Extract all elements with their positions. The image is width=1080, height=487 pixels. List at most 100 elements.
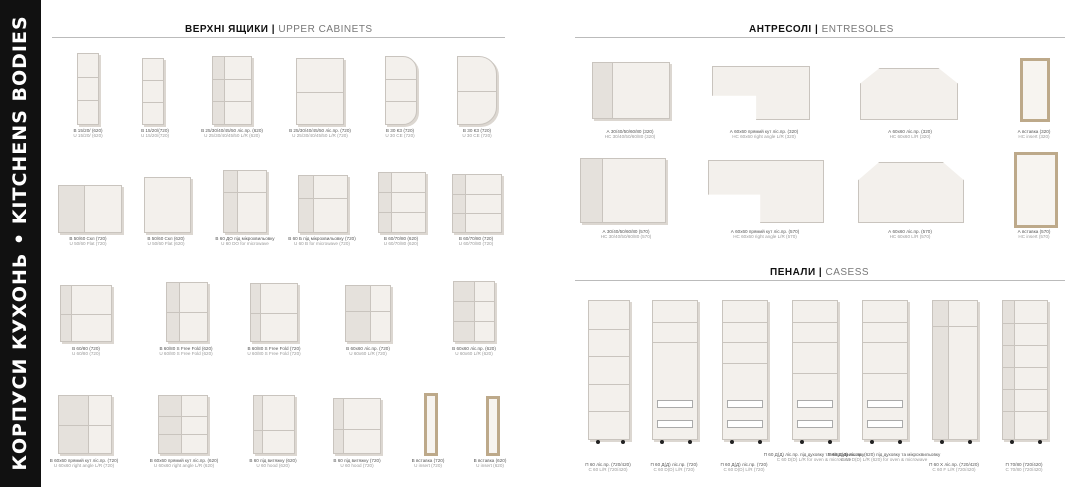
cabinet-image xyxy=(385,56,417,125)
cabinet-image xyxy=(296,58,344,125)
case-image xyxy=(652,300,698,440)
cabinet-caption: В 15/20/(720)U 15/20/(720) xyxy=(140,128,170,138)
cabinet-caption: В 50/60 Скл (620)U 50/60 Flat (620) xyxy=(147,236,185,246)
cabinet-caption: В 60х60 ліс.пр. (720)U 60x60 L/R (720) xyxy=(346,346,390,356)
entresole-image xyxy=(858,162,964,223)
case-leg xyxy=(596,440,600,444)
entresole-caption: А вставка (320)HC insert (320) xyxy=(1017,129,1051,139)
cabinet-caption: В 60/80 S Free Fold (720)U 60/80 S Free … xyxy=(247,346,301,356)
cabinet-caption: В 60х60 прямий кут ліс.пр. (620)U 60x60 … xyxy=(149,458,219,468)
entresoles-title: АНТРЕСОЛІ | ENTRESOLES xyxy=(749,24,894,35)
case-leg xyxy=(621,440,625,444)
cabinet-image xyxy=(58,185,122,233)
case-image xyxy=(1002,300,1048,440)
case-leg xyxy=(940,440,944,444)
cabinet-image xyxy=(253,395,295,454)
cabinet-caption: В 25/30/40/45/50 ліс.пр. (620)U 25/30/40… xyxy=(201,128,263,138)
cabinet-caption: В вставка (720)U insert (720) xyxy=(411,458,445,468)
entresole-caption: А 60х60 ліс.пр. (320)HC 60x60 L/R (320) xyxy=(888,129,932,139)
entresole-image xyxy=(580,158,666,223)
cabinet-image xyxy=(453,281,495,342)
case-leg xyxy=(660,440,664,444)
sidebar-title: КОРПУСИ КУХОНЬ • KITCHENS BODIES xyxy=(9,15,31,471)
insert-panel-image xyxy=(424,393,438,456)
cabinet-image xyxy=(158,395,208,454)
insert-panel-image xyxy=(486,396,500,456)
cabinet-caption: В 60 під витяжку (620)U 60 hood (620) xyxy=(249,458,297,468)
entresole-image xyxy=(712,66,810,120)
cabinet-image xyxy=(378,172,426,233)
entresole-caption: А 60х60 прямий кут ліс.пр. (320)HC 60x60… xyxy=(729,129,799,139)
cabinet-caption: В 60х60 ліс.пр. (620)U 60x60 L/R (620) xyxy=(452,346,496,356)
cabinet-image xyxy=(58,395,112,454)
cabinet-image xyxy=(250,283,298,342)
case-image xyxy=(932,300,978,440)
cabinet-image xyxy=(60,285,112,342)
entresole-image xyxy=(592,62,670,119)
insert-frame-image xyxy=(1014,152,1058,228)
case-leg xyxy=(898,440,902,444)
cabinet-image xyxy=(166,282,208,342)
cabinet-caption: В 60 під витяжку (720)U 60 hood (720) xyxy=(333,458,381,468)
case-leg xyxy=(730,440,734,444)
upper-title-sep: | xyxy=(268,24,279,35)
case-image xyxy=(722,300,768,440)
cabinet-image xyxy=(223,170,267,233)
case-caption: П 60 Д(Д) ліс.пр. під духовку та мікрохв… xyxy=(763,452,865,462)
cabinet-image xyxy=(452,174,502,233)
case-caption: П 60 Д(Д) ліс.пр. (720)C 60 D(D) L/R (72… xyxy=(720,462,768,472)
entresole-caption: А 60х60 ліс.пр. (570)HC 60x60 L/R (570) xyxy=(888,229,932,239)
upper-divider xyxy=(52,37,505,38)
sidebar-banner: КОРПУСИ КУХОНЬ • KITCHENS BODIES xyxy=(0,0,41,487)
entresole-caption: А вставка (570)HC insert (570) xyxy=(1017,229,1051,239)
case-leg xyxy=(968,440,972,444)
cabinet-image xyxy=(77,53,99,125)
case-leg xyxy=(688,440,692,444)
cases-title: ПЕНАЛИ | CASESS xyxy=(770,267,869,278)
cabinet-caption: В 30 КЗ (720)U 30 CE (720) xyxy=(385,128,415,138)
case-leg xyxy=(828,440,832,444)
cases-title-en: CASESS xyxy=(825,267,870,278)
entresoles-title-ua: АНТРЕСОЛІ xyxy=(749,24,812,35)
upper-title-ua: ВЕРХНІ ЯЩИКИ xyxy=(185,24,269,35)
entresole-caption: А 60х60 прямий кут ліс.пр. (570)HC 60x60… xyxy=(730,229,800,239)
case-leg xyxy=(870,440,874,444)
upper-cabinets-title: ВЕРХНІ ЯЩИКИ | UPPER CABINETS xyxy=(185,24,373,35)
entresole-caption: А 30/40/50/60/80 (320)HC 30/40/50/60/80 … xyxy=(604,129,656,139)
cabinet-image xyxy=(345,285,391,342)
cabinet-image xyxy=(142,58,164,125)
entresoles-divider xyxy=(575,37,1065,38)
entresole-image xyxy=(708,160,824,223)
case-image xyxy=(588,300,630,440)
cabinet-caption: В вставка (620)U insert (620) xyxy=(473,458,507,468)
cabinet-image xyxy=(333,398,381,454)
cabinet-image xyxy=(298,175,348,233)
cases-divider xyxy=(575,280,1065,281)
cabinet-image xyxy=(212,56,252,125)
case-leg xyxy=(1010,440,1014,444)
cabinet-caption: В 30 КЗ (720)U 30 CE (720) xyxy=(462,128,492,138)
cabinet-caption: В 50/60 Скл (720)U 50/60 Flat (720) xyxy=(69,236,107,246)
case-leg xyxy=(1038,440,1042,444)
cases-title-sep: | xyxy=(815,267,826,278)
cabinet-caption: В 60 Б під мікрохвильовку (720)U 60 B fo… xyxy=(288,236,356,246)
case-image xyxy=(862,300,908,440)
case-leg xyxy=(758,440,762,444)
case-caption: П 60 Д(Д) ліс.пр. (720)C 60 D(D) L/R (72… xyxy=(650,462,698,472)
cabinet-image xyxy=(144,177,191,233)
case-caption: П 60 ліс.пр. (720/420)C 60 L/R (720/420) xyxy=(585,462,631,472)
cabinet-caption: В 60/70/80 (720)U 60/70/80 (720) xyxy=(458,236,494,246)
entresole-image xyxy=(860,68,958,120)
cabinet-caption: В 25/30/40/45/50 ліс.пр. (720)U 25/30/40… xyxy=(289,128,351,138)
case-caption: П 70/80 (720/420)C 70/80 (720/420) xyxy=(1005,462,1043,472)
entresoles-title-en: ENTRESOLES xyxy=(821,24,894,35)
cabinet-caption: В 15/20/ (620)U 15/20/ (620) xyxy=(73,128,103,138)
upper-title-en: UPPER CABINETS xyxy=(278,24,373,35)
cabinet-caption: В 60х60 прямий кут ліс.пр. (720)U 60x60 … xyxy=(49,458,119,468)
case-image xyxy=(792,300,838,440)
case-caption: П 60 Д(Д) ліс.пр. (620) під духовку та м… xyxy=(827,452,941,462)
case-caption: П 60 Х ліс.пр. (720/420)C 60 F L/R (720/… xyxy=(929,462,979,472)
cabinet-caption: В 60/70/80 (620)U 60/70/80 (620) xyxy=(383,236,419,246)
cabinet-image xyxy=(457,56,497,125)
